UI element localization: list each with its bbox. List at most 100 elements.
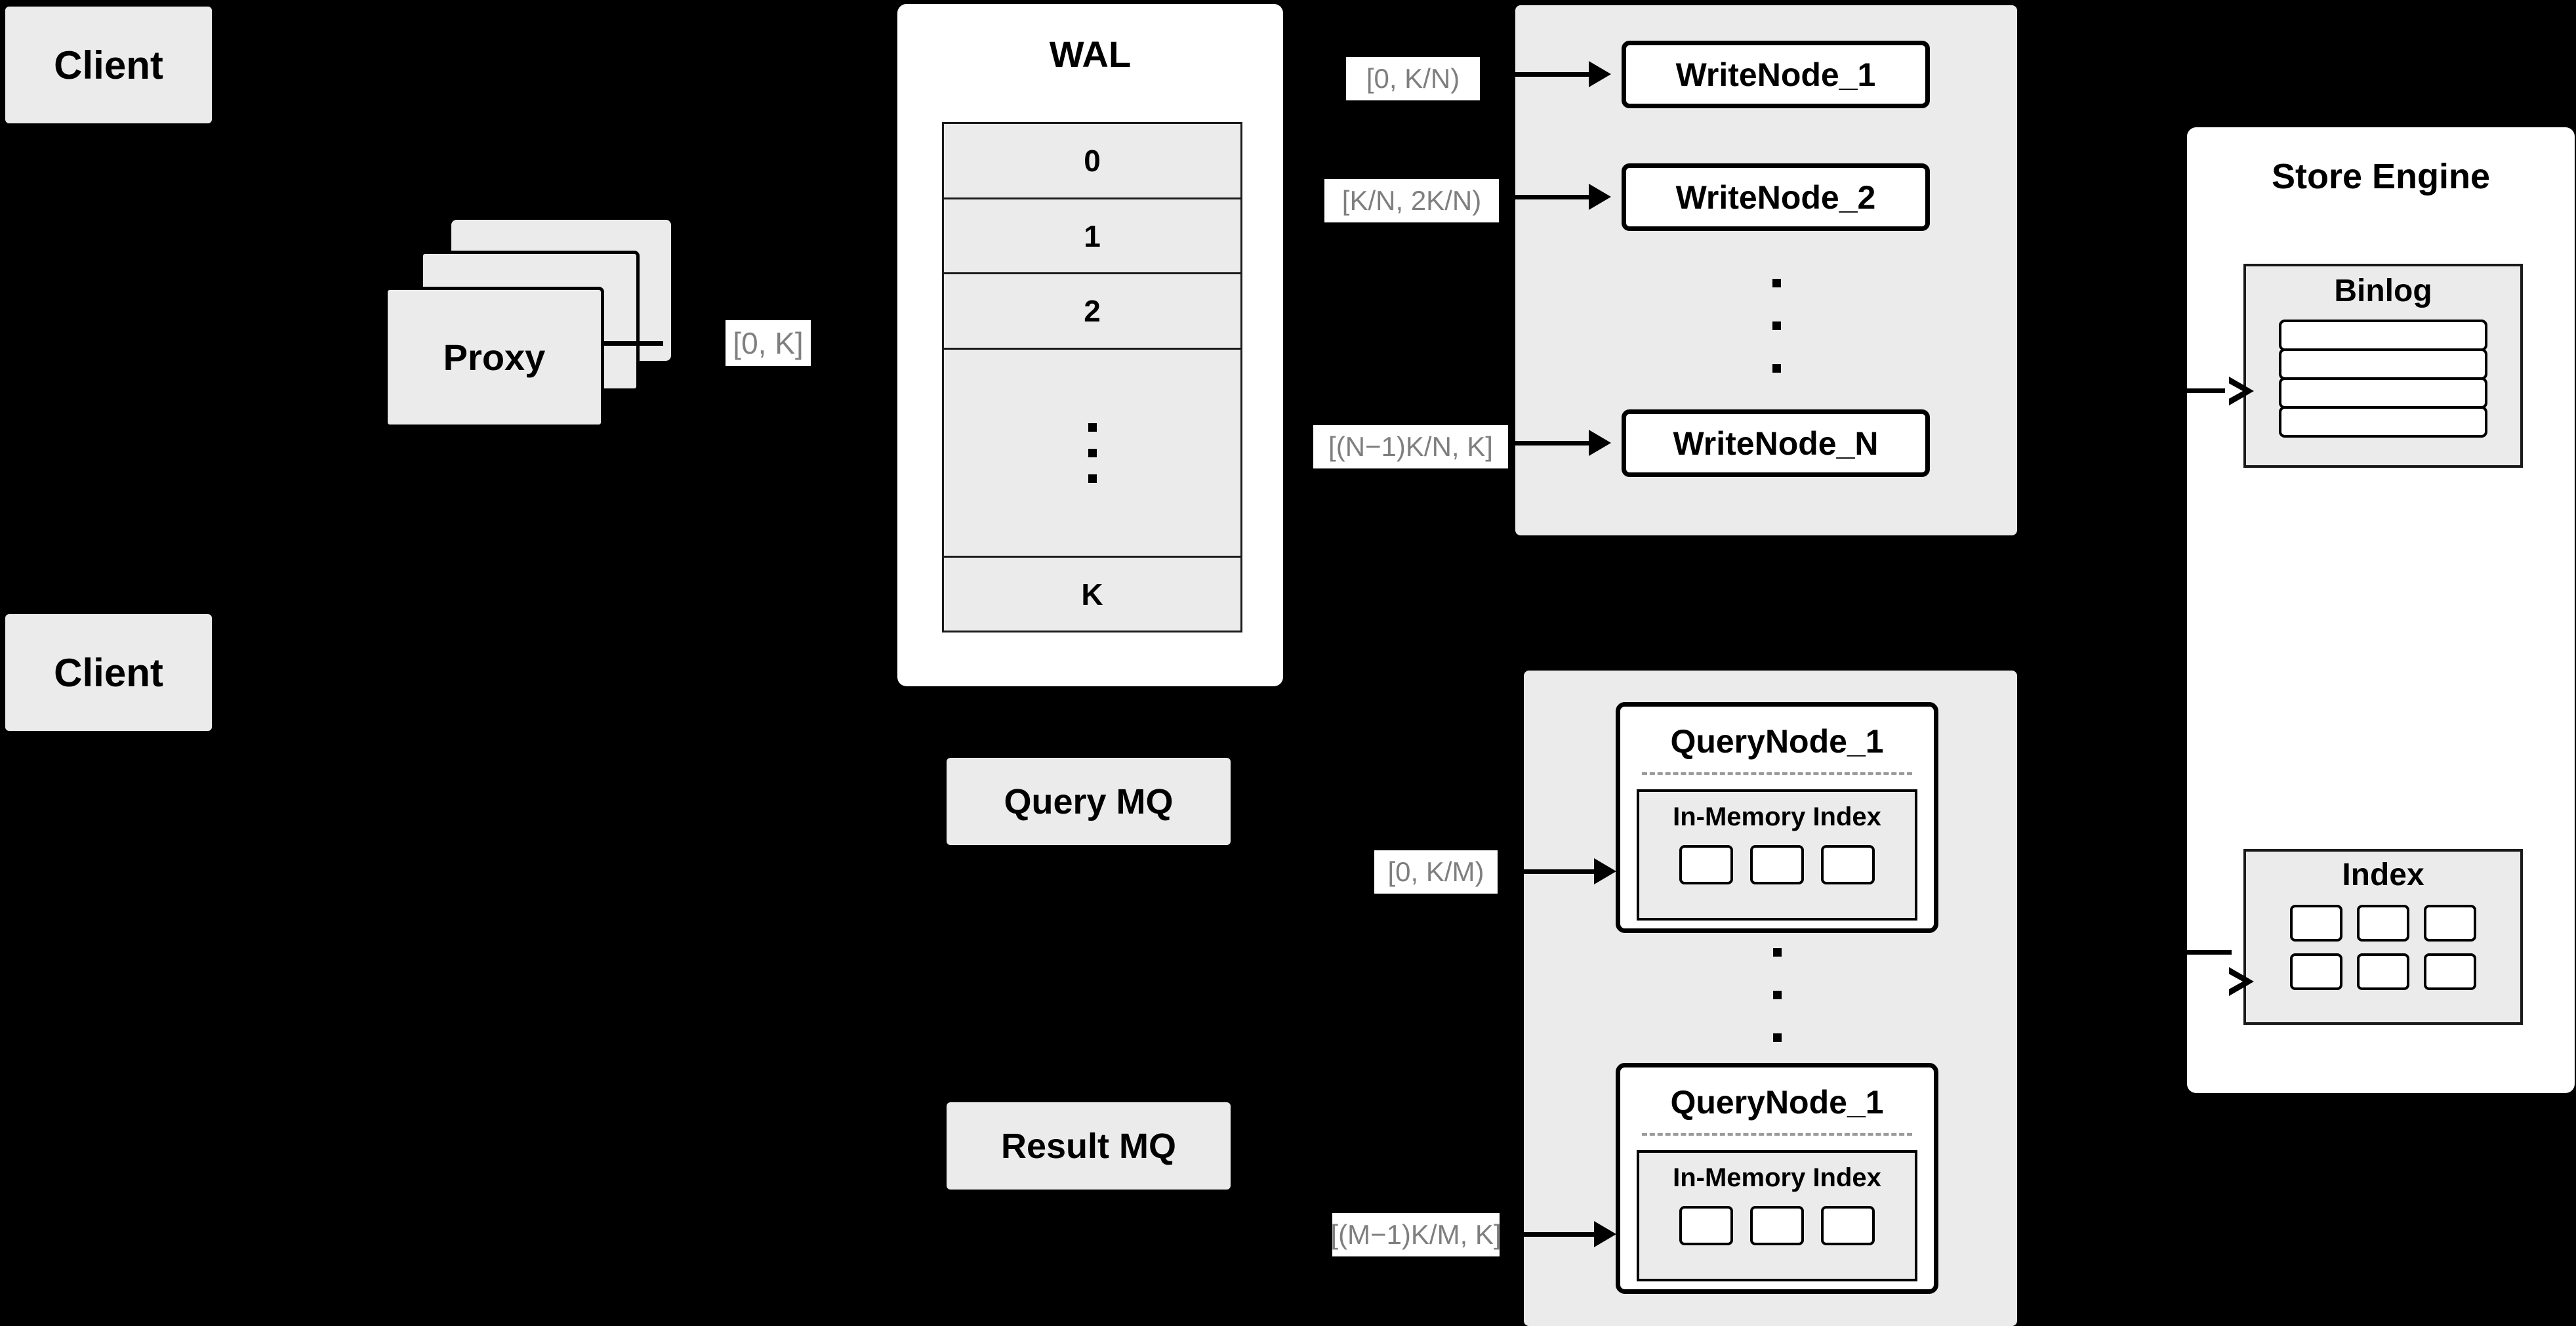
query-mq-box[interactable]: Query MQ xyxy=(947,758,1231,845)
range-text: [(N−1)K/N, K] xyxy=(1328,431,1493,462)
client-label: Client xyxy=(54,43,163,87)
write-node-n[interactable]: WriteNode_N xyxy=(1622,409,1930,477)
index-cell xyxy=(1750,1206,1804,1245)
query-node-label: QueryNode_1 xyxy=(1670,723,1884,760)
proxy-to-wal-connector xyxy=(604,341,663,346)
query-group-ellipsis xyxy=(1772,948,1782,1042)
wal-row-label: K xyxy=(1081,577,1103,611)
ellipsis-dot xyxy=(1772,948,1782,957)
ellipsis-dot xyxy=(1772,1033,1782,1042)
index-arrow-line xyxy=(2187,950,2232,955)
query-node-1[interactable]: QueryNode_1 In-Memory Index xyxy=(1616,702,1938,933)
binlog-arrow-line xyxy=(2187,388,2232,393)
query-node-label: QueryNode_1 xyxy=(1670,1084,1884,1121)
ellipsis-dot xyxy=(1088,448,1097,457)
write-group-ellipsis xyxy=(1771,279,1782,373)
write-node-1-arrowhead xyxy=(1589,61,1611,87)
wal-row: K xyxy=(944,558,1240,631)
ellipsis-dot xyxy=(1088,474,1097,483)
write-node-1-arrow-line xyxy=(1510,72,1589,77)
range-text: [(M−1)K/M, K] xyxy=(1330,1219,1502,1250)
write-node-2-range-label: [K/N, 2K/N) xyxy=(1324,179,1499,222)
client-box-1[interactable]: Client xyxy=(5,7,212,123)
index-grid-row xyxy=(2290,953,2476,990)
in-memory-index-1: In-Memory Index xyxy=(1636,789,1918,921)
in-memory-index-cells xyxy=(1679,845,1875,884)
client-label: Client xyxy=(54,650,163,695)
store-engine-panel: Store Engine Binlog Index xyxy=(2187,127,2575,1093)
index-cell xyxy=(2424,905,2476,942)
in-memory-index-title: In-Memory Index xyxy=(1673,802,1881,831)
wal-row-label: 1 xyxy=(1084,218,1101,253)
write-node-label: WriteNode_1 xyxy=(1675,56,1876,93)
binlog-title: Binlog xyxy=(2334,274,2432,308)
proxy-label: Proxy xyxy=(443,337,546,378)
query-node-2-arrowhead xyxy=(1594,1221,1616,1247)
range-text: [K/N, 2K/N) xyxy=(1341,185,1482,216)
in-memory-index-2: In-Memory Index xyxy=(1636,1150,1918,1281)
ellipsis-dot xyxy=(1772,321,1781,330)
index-title: Index xyxy=(2342,858,2424,892)
query-node-2-range-label: [(M−1)K/M, K] xyxy=(1330,1213,1502,1256)
write-node-1[interactable]: WriteNode_1 xyxy=(1622,41,1930,108)
index-cell xyxy=(1679,1206,1733,1245)
wal-row-ellipsis xyxy=(944,350,1240,558)
write-node-1-range-label: [0, K/N) xyxy=(1346,57,1480,100)
query-node-1-arrowhead xyxy=(1594,858,1616,884)
in-memory-index-title: In-Memory Index xyxy=(1673,1163,1881,1192)
query-node-2-arrow-line xyxy=(1515,1232,1594,1237)
wal-row-label: 0 xyxy=(1084,143,1101,178)
write-node-2-arrow-line xyxy=(1510,195,1589,199)
proxy-range-label: [0, K] xyxy=(726,320,811,366)
index-cell xyxy=(2357,953,2409,990)
store-engine-title: Store Engine xyxy=(2271,157,2491,196)
binlog-row xyxy=(2279,320,2487,351)
client-box-2[interactable]: Client xyxy=(5,614,212,731)
index-cell xyxy=(2357,905,2409,942)
write-node-label: WriteNode_N xyxy=(1673,425,1879,462)
write-node-2-arrowhead xyxy=(1589,184,1611,210)
proxy-card-front[interactable]: Proxy xyxy=(384,287,604,428)
result-mq-label: Result MQ xyxy=(1000,1126,1177,1166)
binlog-row xyxy=(2279,377,2487,409)
binlog-arrowhead xyxy=(2225,377,2254,405)
wal-row: 1 xyxy=(944,199,1240,275)
wal-row: 0 xyxy=(944,124,1240,199)
wal-rows: 0 1 2 K xyxy=(942,122,1242,632)
index-grid xyxy=(2290,905,2476,990)
query-mq-label: Query MQ xyxy=(1004,781,1174,821)
wal-row: 2 xyxy=(944,274,1240,350)
ellipsis-dot xyxy=(1088,423,1097,432)
index-cell xyxy=(2290,953,2342,990)
ellipsis-dot xyxy=(1772,364,1781,373)
query-node-1-arrow-line xyxy=(1515,869,1594,874)
write-node-n-arrow-line xyxy=(1510,441,1589,445)
index-cell xyxy=(2290,905,2342,942)
binlog-row xyxy=(2279,348,2487,380)
range-text: [0, K/M) xyxy=(1387,856,1484,887)
write-node-n-arrowhead xyxy=(1589,430,1611,456)
result-mq-box[interactable]: Result MQ xyxy=(947,1102,1231,1190)
index-arrowhead xyxy=(2225,967,2254,996)
index-cell xyxy=(1821,1206,1875,1245)
index-cell xyxy=(1750,845,1804,884)
wal-panel: WAL 0 1 2 K xyxy=(897,4,1283,686)
index-grid-row xyxy=(2290,905,2476,942)
query-node-separator xyxy=(1642,772,1912,775)
write-node-2[interactable]: WriteNode_2 xyxy=(1622,163,1930,231)
proxy-range-text: [0, K] xyxy=(733,326,804,360)
ellipsis-dot xyxy=(1772,279,1781,287)
index-cell xyxy=(1821,845,1875,884)
in-memory-index-cells xyxy=(1679,1206,1875,1245)
binlog-panel: Binlog xyxy=(2243,264,2523,468)
binlog-row xyxy=(2279,406,2487,438)
wal-row-label: 2 xyxy=(1084,294,1101,329)
ellipsis-dot xyxy=(1772,991,1782,999)
write-node-label: WriteNode_2 xyxy=(1675,178,1876,216)
wal-title: WAL xyxy=(1049,33,1132,75)
query-node-1-range-label: [0, K/M) xyxy=(1374,850,1498,894)
index-cell xyxy=(2424,953,2476,990)
range-text: [0, K/N) xyxy=(1366,63,1460,94)
query-node-2[interactable]: QueryNode_1 In-Memory Index xyxy=(1616,1063,1938,1294)
